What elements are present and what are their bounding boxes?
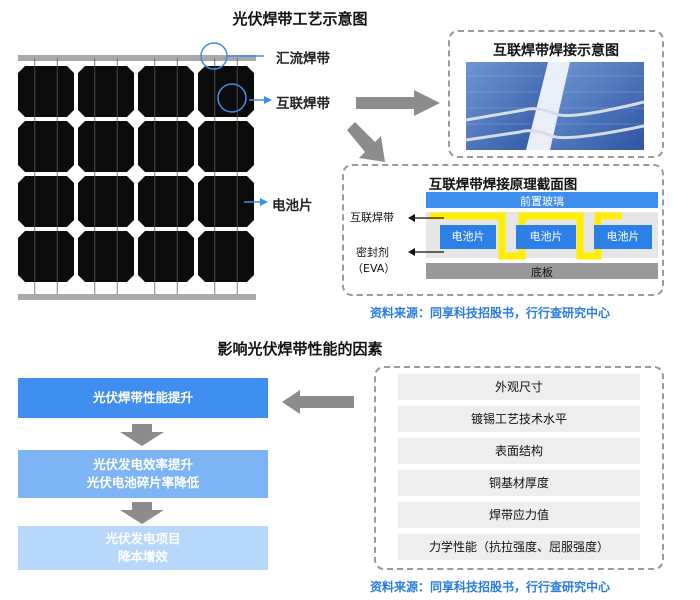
factor-item: 外观尺寸 bbox=[398, 374, 640, 400]
factor-item: 镀锡工艺技术水平 bbox=[398, 406, 640, 432]
label-pointers bbox=[244, 55, 272, 206]
factor-list: 外观尺寸 镀锡工艺技术水平 表面结构 铜基材厚度 焊带应力值 力学性能（抗拉强度… bbox=[398, 374, 640, 560]
solar-cell bbox=[138, 121, 194, 172]
flow-step-3-text: 光伏发电项目 降本增效 bbox=[105, 531, 181, 564]
busbar-ribbon-bottom bbox=[18, 294, 256, 300]
front-glass-layer bbox=[426, 192, 658, 208]
bottom-source-note: 资料来源：同享科技招股书，行行查研究中心 bbox=[370, 580, 611, 594]
factor-item: 铜基材厚度 bbox=[398, 470, 640, 496]
solar-cell bbox=[138, 66, 194, 117]
interconnect-highlight-circle bbox=[217, 83, 247, 113]
solar-cell bbox=[78, 231, 134, 282]
ribbon-callout-label: 互联焊带 bbox=[350, 211, 394, 224]
solar-cell bbox=[18, 66, 74, 117]
solar-cell bbox=[78, 66, 134, 117]
solar-cell bbox=[138, 231, 194, 282]
cell-label: 电池片 bbox=[272, 198, 313, 214]
busbar-highlight-circle bbox=[200, 42, 228, 70]
flow-step-1: 光伏焊带性能提升 bbox=[18, 378, 268, 418]
solar-cell bbox=[78, 176, 134, 227]
solar-cell bbox=[198, 176, 254, 227]
arrow-to-weld-box bbox=[356, 90, 440, 116]
interconnect-ribbon-label: 互联焊带 bbox=[276, 96, 330, 112]
cross-section-cell-3: 电池片 bbox=[594, 225, 652, 249]
top-source-note: 资料来源：同享科技招股书，行行查研究中心 bbox=[370, 306, 611, 320]
solar-cell bbox=[198, 231, 254, 282]
busbar-label: 汇流焊带 bbox=[276, 51, 330, 67]
cell-grid bbox=[18, 58, 254, 298]
factor-item: 力学性能（抗拉强度、屈服强度） bbox=[398, 534, 640, 560]
flow-arrow-1 bbox=[120, 424, 164, 446]
flow-step-3: 光伏发电项目 降本增效 bbox=[18, 526, 268, 570]
weld-photo-illustration bbox=[466, 62, 644, 150]
solar-cell bbox=[198, 66, 254, 117]
front-glass-label: 前置玻璃 bbox=[520, 195, 564, 208]
solar-cell bbox=[198, 121, 254, 172]
solar-cell bbox=[18, 176, 74, 227]
solar-cell bbox=[18, 121, 74, 172]
flow-step-1-text: 光伏焊带性能提升 bbox=[92, 390, 193, 405]
cross-section-title: 互联焊带焊接原理截面图 bbox=[428, 177, 578, 193]
solar-cell bbox=[18, 231, 74, 282]
process-diagram-title: 光伏焊带工艺示意图 bbox=[232, 10, 368, 28]
cross-section-cell-2: 电池片 bbox=[516, 225, 576, 249]
factor-item: 焊带应力值 bbox=[398, 502, 640, 528]
busbar-ribbon-top bbox=[18, 55, 256, 61]
weld-schematic-title: 互联焊带焊接示意图 bbox=[493, 43, 619, 59]
flow-step-2: 光伏发电效率提升 光伏电池碎片率降低 bbox=[18, 450, 268, 498]
weld-schematic-box: 互联焊带焊接示意图 bbox=[448, 30, 664, 158]
solar-panel-illustration bbox=[18, 55, 256, 300]
cross-section-cell-1: 电池片 bbox=[440, 225, 496, 249]
factors-title: 影响光伏焊带性能的因素 bbox=[217, 340, 383, 358]
sealant-callout-label: 密封剂 bbox=[356, 246, 389, 259]
solar-cell bbox=[138, 176, 194, 227]
solar-cell bbox=[78, 121, 134, 172]
flow-step-2-text: 光伏发电效率提升 光伏电池碎片率降低 bbox=[86, 457, 200, 490]
factors-to-flow-arrow bbox=[282, 390, 354, 414]
callout-arrows bbox=[408, 214, 444, 256]
backsheet-layer bbox=[426, 263, 658, 279]
eva-callout-label: （EVA） bbox=[352, 262, 396, 275]
backsheet-label: 底板 bbox=[531, 266, 553, 279]
flow-arrow-2 bbox=[120, 502, 164, 524]
arrow-to-cross-section bbox=[347, 122, 385, 162]
factor-item: 表面结构 bbox=[398, 438, 640, 464]
